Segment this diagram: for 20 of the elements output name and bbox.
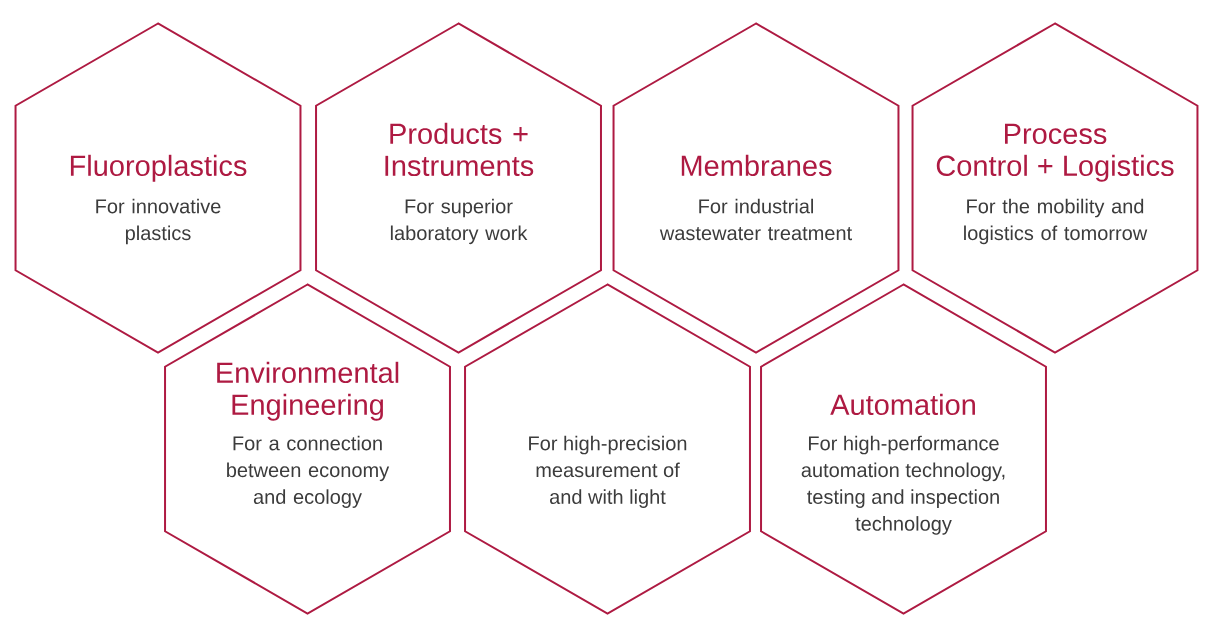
hexagon xyxy=(911,22,1199,354)
heading: Environmental Engineering xyxy=(217,361,399,421)
description: For a connection between economy and ecology xyxy=(227,435,390,508)
heading: Products + Instruments xyxy=(385,122,534,177)
hexagon xyxy=(760,283,1047,615)
description: For superior laboratory work xyxy=(390,198,528,245)
description: For industrial wastewater treatment xyxy=(659,198,852,241)
hexagon xyxy=(164,283,451,615)
hexagon xyxy=(612,22,900,354)
hexagon xyxy=(315,22,602,354)
description: For the mobility and logistics of tomorrow xyxy=(964,198,1148,245)
description: For innovative plastics xyxy=(96,198,221,245)
heading: Process Control + Logistics xyxy=(936,123,1174,182)
heading: Automation xyxy=(830,393,975,416)
heading: Fluoroplastics xyxy=(70,154,247,182)
description: For high-performance automation technology, testing and inspection technology xyxy=(801,435,1005,535)
heading: Membranes xyxy=(681,154,832,177)
hexagon xyxy=(464,283,751,615)
description: For high-precision measurement of and with light xyxy=(529,435,687,508)
hexagon xyxy=(14,22,302,354)
